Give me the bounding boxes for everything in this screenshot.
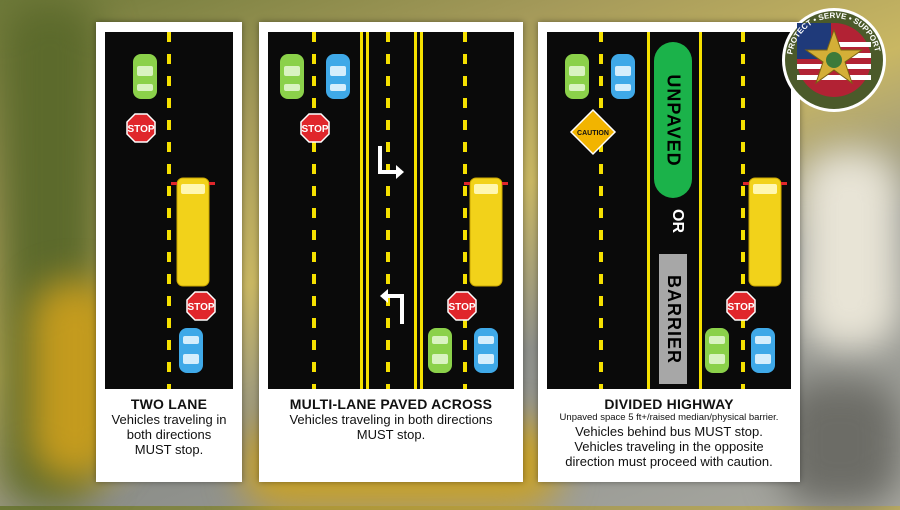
panel-text: Vehicles traveling in the opposite (574, 439, 764, 454)
panel-text: direction must proceed with caution. (565, 454, 773, 469)
lane-line (741, 32, 745, 389)
panel-subtitle: Unpaved space 5 ft+/raised median/physic… (559, 412, 779, 423)
svg-text:STOP: STOP (448, 302, 475, 313)
unpaved-median: UNPAVED (654, 42, 692, 198)
lane-line (386, 32, 390, 389)
car-green-icon (280, 54, 304, 99)
car-blue-icon (326, 54, 350, 99)
center-line (366, 32, 369, 389)
svg-text:STOP: STOP (727, 302, 754, 313)
car-green-icon (133, 54, 157, 99)
panel-two-lane: STOP STOP TWO LANE Vehicles tra (96, 22, 242, 482)
stop-sign-icon: STOP (126, 113, 156, 143)
car-blue-icon (611, 54, 635, 99)
background-blur (800, 150, 900, 350)
caption-multi-lane: MULTI-LANE PAVED ACROSS Vehicles traveli… (259, 396, 523, 442)
panel-title: TWO LANE (130, 396, 208, 412)
car-blue-icon (474, 328, 498, 373)
stop-sign-icon: STOP (300, 113, 330, 143)
center-line (167, 32, 171, 389)
arrow-left-icon (380, 289, 404, 324)
stop-sign-icon: STOP (447, 291, 477, 321)
svg-text:STOP: STOP (187, 302, 214, 313)
background-blur (780, 380, 900, 506)
lane-line (312, 32, 316, 389)
diagram-multi-lane: STOP STOP (280, 54, 508, 373)
school-bus-icon (743, 177, 787, 287)
panel-multi-lane: STOP STOP (259, 22, 523, 482)
car-green-icon (565, 54, 589, 99)
panel-title: MULTI-LANE PAVED ACROSS (289, 396, 493, 412)
panel-text: MUST stop. (356, 427, 426, 442)
arrow-right-icon (378, 146, 404, 179)
panel-title: DIVIDED HIGHWAY (604, 396, 734, 412)
panel-text: Vehicles traveling in (111, 412, 227, 427)
center-line (647, 32, 650, 389)
road-divided-highway: UNPAVED OR BARRIER CAUTION (547, 32, 791, 389)
road-multi-lane: STOP STOP (268, 32, 514, 389)
panel-divided-highway: UNPAVED OR BARRIER CAUTION (538, 22, 800, 482)
lane-line (463, 32, 467, 389)
panel-text: Vehicles traveling in both directions (289, 412, 493, 427)
school-bus-icon (464, 177, 508, 287)
center-line (420, 32, 423, 389)
car-blue-icon (751, 328, 775, 373)
center-line (414, 32, 417, 389)
car-blue-icon (179, 328, 203, 373)
stop-sign-icon: STOP (186, 291, 216, 321)
diagram-divided-highway: CAUTION STOP (565, 54, 787, 373)
panel-text: both directions (126, 427, 212, 442)
caption-divided-highway: DIVIDED HIGHWAY Unpaved space 5 ft+/rais… (538, 396, 800, 469)
caution-sign-icon: CAUTION (569, 108, 617, 156)
stop-sign-icon: STOP (726, 291, 756, 321)
center-line (699, 32, 702, 389)
svg-text:CAUTION: CAUTION (577, 130, 609, 137)
panel-text: MUST stop. (134, 442, 204, 457)
car-green-icon (428, 328, 452, 373)
svg-text:STOP: STOP (127, 124, 154, 135)
school-bus-icon (171, 177, 215, 287)
diagram-two-lane: STOP STOP (126, 54, 216, 373)
sheriff-badge-logo: PROTECT • SERVE • SUPPORT (782, 8, 886, 112)
lane-line (599, 32, 603, 389)
caption-two-lane: TWO LANE Vehicles traveling in both dire… (96, 396, 242, 457)
road-two-lane: STOP STOP (105, 32, 233, 389)
barrier-median: BARRIER (659, 254, 687, 384)
car-green-icon (705, 328, 729, 373)
panel-text: Vehicles behind bus MUST stop. (575, 424, 763, 439)
center-line (360, 32, 363, 389)
svg-text:STOP: STOP (301, 124, 328, 135)
